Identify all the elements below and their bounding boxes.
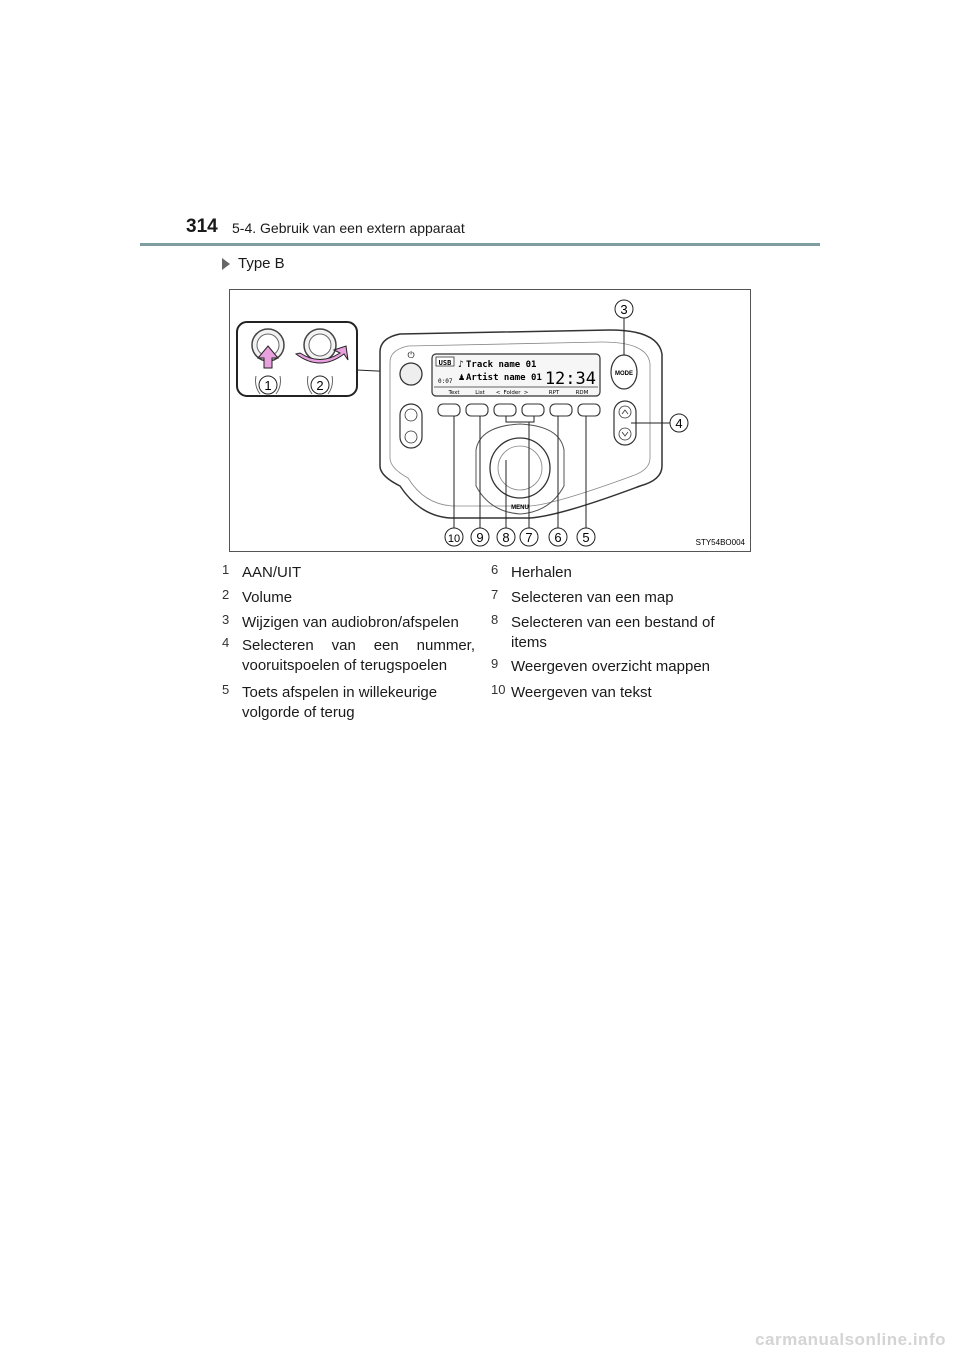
legend-text: Selecteren van een bestand of items (511, 614, 715, 651)
audio-unit-illustration: 1 2 ⏻ USB ♪ Track name 01 0:07 ♟ Artist … (236, 299, 746, 547)
display-track: Track name 01 (466, 360, 536, 370)
legend-item: 5 Toets afspelen in willekeurige volgord… (222, 682, 457, 723)
audio-unit-figure: 1 2 ⏻ USB ♪ Track name 01 0:07 ♟ Artist … (229, 289, 751, 552)
softkey-rdm-label: RDM (576, 390, 589, 396)
softkey-next-folder-label: > (524, 390, 529, 396)
figure-code: STY54BO004 (696, 538, 746, 547)
legend-text: Herhalen (511, 564, 572, 581)
legend-number: 9 (491, 656, 499, 671)
legend-number: 6 (491, 562, 499, 577)
legend-text: Weergeven van tekst (511, 684, 652, 701)
callout-7: 7 (525, 530, 532, 545)
legend-item: 7 Selecteren van een map (491, 587, 751, 608)
rotate-arrow-icon (294, 345, 349, 364)
legend-text: Selecteren van een map (511, 589, 674, 606)
press-arrow-icon (256, 345, 280, 369)
svg-text:♪: ♪ (458, 360, 464, 370)
callout-10: 10 (448, 533, 460, 545)
audio-display (431, 353, 601, 397)
legend-text: Toets afspelen in willekeurige volgorde … (242, 684, 438, 721)
legend-number: 4 (222, 635, 230, 650)
page-number: 314 (186, 216, 218, 237)
legend-item: 1 AAN/UIT (222, 562, 482, 583)
callout-8: 8 (502, 530, 509, 545)
softkey-button-folder-next (521, 403, 545, 417)
legend-number: 2 (222, 587, 230, 602)
legend-text: Selecteren van een nummer, vooruitspoele… (242, 637, 475, 674)
menu-label: MENU (511, 505, 529, 511)
softkey-button-list (465, 403, 489, 417)
display-source: USB (439, 359, 452, 367)
softkey-button-rdm (577, 403, 601, 417)
type-label: Type B (222, 255, 285, 272)
legend-number: 10 (491, 682, 506, 697)
softkey-list-label: List (475, 390, 485, 396)
softkey-folder-label: Folder (504, 390, 522, 396)
legend-text: Volume (242, 589, 293, 606)
softkey-text-label: Text (447, 390, 460, 396)
legend-text: Wijzigen van audiobron/afspelen (242, 614, 459, 631)
mode-button-label: MODE (615, 371, 633, 377)
display-artist: Artist name 01 (466, 372, 542, 383)
legend-item: 8 Selecteren van een bestand of items (491, 612, 731, 653)
legend-number: 8 (491, 612, 499, 627)
softkey-rpt-label: RPT (549, 390, 560, 396)
triangle-bullet-icon (222, 257, 230, 270)
svg-text:♟: ♟ (458, 373, 465, 382)
legend-number: 1 (222, 562, 230, 577)
display-time: 12:34 (545, 369, 596, 389)
softkey-prev-folder-label: < (496, 390, 501, 396)
legend-text: Weergeven overzicht mappen (511, 658, 710, 675)
legend-item: 3 Wijzigen van audiobron/afspelen (222, 612, 482, 633)
legend-number: 3 (222, 612, 230, 627)
section-title: 5-4. Gebruik van een extern apparaat (232, 220, 465, 236)
watermark: carmanualsonline.info (755, 1330, 946, 1349)
legend-item: 2 Volume (222, 587, 482, 608)
legend-item: 10 Weergeven van tekst (491, 682, 751, 703)
legend-item: 4 Selecteren van een nummer, vooruitspoe… (222, 635, 475, 676)
legend-number: 5 (222, 682, 230, 697)
callout-5: 5 (582, 530, 589, 545)
legend-number: 7 (491, 587, 499, 602)
header-rule (140, 243, 820, 246)
svg-text:⏻: ⏻ (407, 350, 414, 361)
softkey-button-text (437, 403, 461, 417)
callout-1: 1 (264, 378, 271, 393)
power-volume-knob (399, 362, 423, 386)
legend-item: 9 Weergeven overzicht mappen (491, 656, 751, 677)
callout-4: 4 (675, 416, 682, 431)
softkey-button-folder-prev (493, 403, 517, 417)
callout-2: 2 (316, 378, 323, 393)
callout-6: 6 (554, 530, 561, 545)
callout-9: 9 (476, 530, 483, 545)
display-small-time: 0:07 (438, 378, 453, 385)
knob-detail-inset (236, 321, 358, 397)
type-label-text: Type B (238, 255, 285, 272)
callout-3: 3 (620, 302, 627, 317)
softkey-button-rpt (549, 403, 573, 417)
legend-text: AAN/UIT (242, 564, 302, 581)
legend-item: 6 Herhalen (491, 562, 751, 583)
